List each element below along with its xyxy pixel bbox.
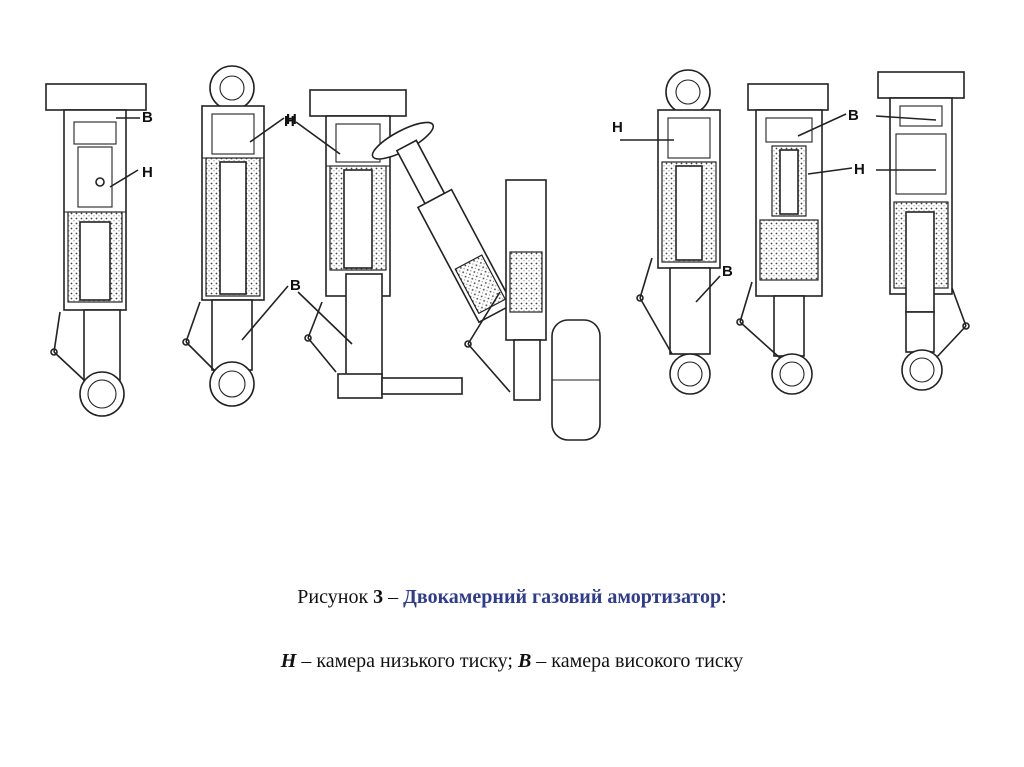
absorber-1: В Н bbox=[45, 83, 153, 417]
caption-title: Двокамерний газовий амортизатор bbox=[403, 586, 722, 608]
caption-colon: : bbox=[721, 586, 727, 608]
label-h-6: Н bbox=[854, 161, 865, 178]
absorber-5: Н В bbox=[612, 69, 733, 395]
absorber-3: Н В bbox=[284, 89, 463, 399]
caption-number: 3 bbox=[373, 586, 384, 608]
absorber-2: Н В bbox=[182, 65, 301, 407]
label-h-2: Н bbox=[286, 111, 297, 128]
shock-absorber-figure: В Н Н В Н bbox=[45, 65, 970, 441]
label-b-1: В bbox=[142, 109, 153, 126]
figure-caption-title: Рисунок 3 – Двокамерний газовий амортиза… bbox=[0, 586, 1024, 609]
legend-h-text: – камера низького тиску; bbox=[296, 650, 518, 672]
absorber-6: В Н bbox=[736, 83, 865, 395]
legend-b-symbol: В bbox=[517, 650, 532, 672]
label-h-3: Н bbox=[284, 113, 295, 130]
caption-dash: – bbox=[383, 586, 404, 608]
label-b-6: В bbox=[848, 107, 859, 124]
caption-prefix: Рисунок bbox=[297, 586, 374, 608]
absorber-7 bbox=[875, 71, 970, 391]
label-h-1: Н bbox=[142, 164, 153, 181]
label-b-2: В bbox=[290, 277, 301, 294]
legend-b-text: – камера високого тиску bbox=[531, 650, 744, 672]
label-b-5: В bbox=[722, 263, 733, 280]
absorber-4 bbox=[371, 121, 601, 441]
legend-h-symbol: Н bbox=[280, 650, 297, 672]
figure-caption-legend: Н – камера низького тиску; В – камера ви… bbox=[0, 650, 1024, 673]
label-h-5: Н bbox=[612, 119, 623, 136]
